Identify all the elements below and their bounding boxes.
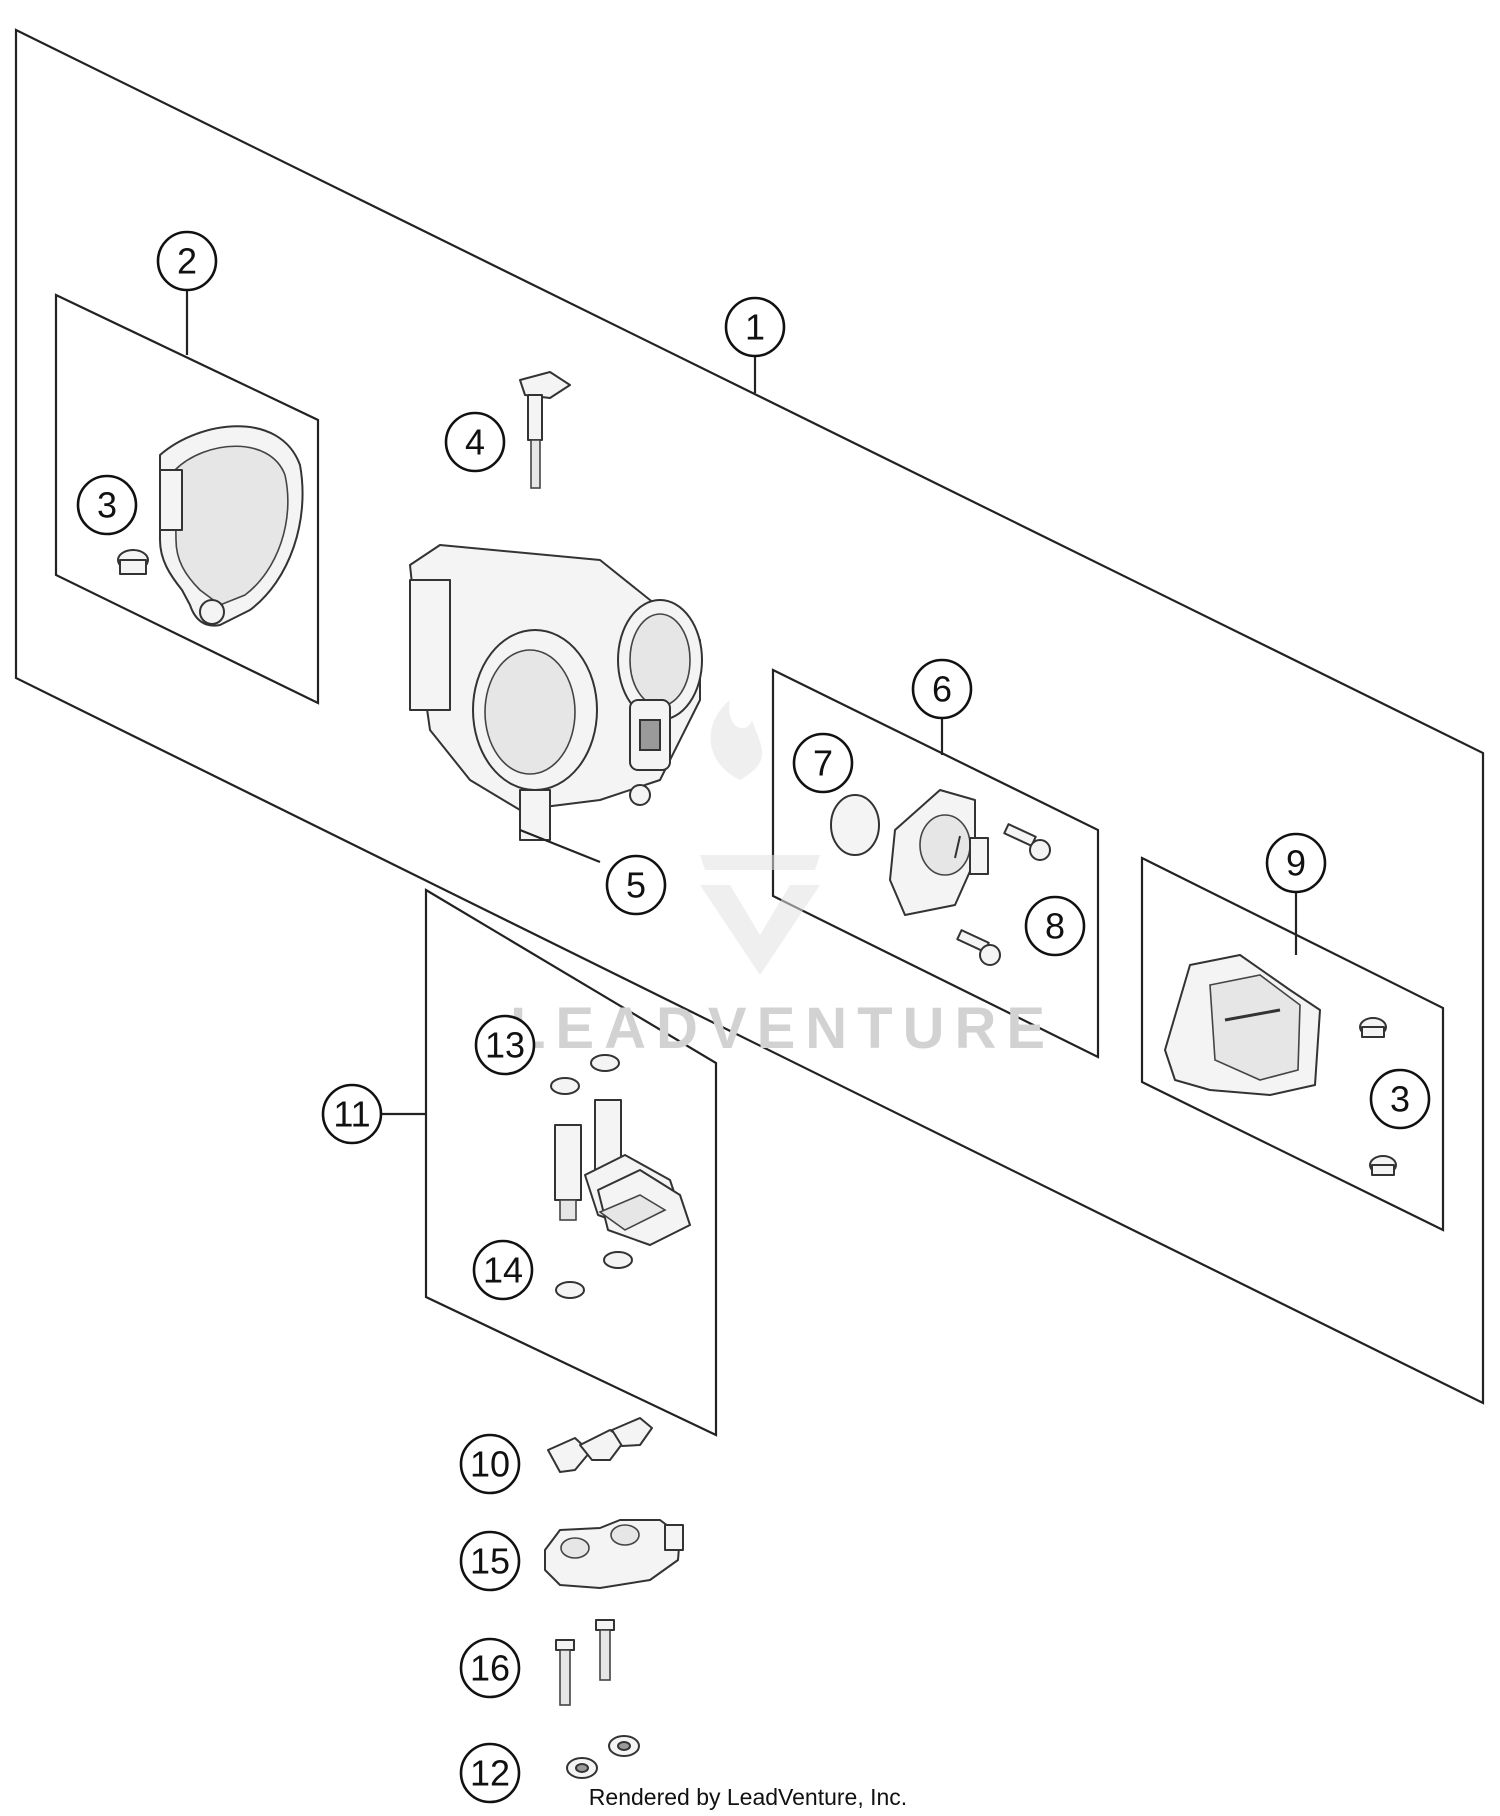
- part-5-throttle-body-illustration: [409, 544, 703, 841]
- svg-text:3: 3: [97, 485, 117, 526]
- callout-3-left: 3: [76, 474, 138, 536]
- leader-5: [519, 828, 601, 864]
- watermark-text: LEADVENTURE: [510, 996, 1055, 1061]
- svg-text:6: 6: [932, 669, 952, 710]
- part-8-sensor-illustration: [889, 789, 989, 916]
- part-3-bolt-right-upper-illustration: [1359, 1017, 1387, 1038]
- callout-7: 7: [792, 732, 854, 794]
- callout-13: 13: [474, 1014, 536, 1076]
- kit-frame-6: [771, 668, 1100, 1059]
- kit-frame-11: [424, 888, 718, 1437]
- callout-8: 8: [1024, 895, 1086, 957]
- callout-6: 6: [911, 658, 973, 720]
- callout-4: 4: [444, 411, 506, 473]
- part-13-seals-upper-illustration: [550, 1054, 620, 1095]
- callout-3-right: 3: [1369, 1068, 1431, 1130]
- svg-text:5: 5: [626, 865, 646, 906]
- svg-text:1: 1: [745, 307, 765, 348]
- kit-frame-2: [54, 293, 320, 705]
- part-10-clips-illustration: [547, 1417, 653, 1473]
- watermark-logo: [700, 700, 820, 975]
- svg-text:9: 9: [1286, 843, 1306, 884]
- callout-16: 16: [459, 1637, 521, 1699]
- svg-text:13: 13: [485, 1025, 525, 1066]
- kit-frame-9: [1140, 856, 1445, 1232]
- svg-text:14: 14: [483, 1250, 523, 1291]
- callout-12: 12: [459, 1742, 521, 1804]
- callout-2: 2: [156, 230, 218, 292]
- svg-text:4: 4: [465, 422, 485, 463]
- callout-15: 15: [459, 1530, 521, 1592]
- svg-text:11: 11: [333, 1094, 370, 1135]
- part-8-screw-upper-illustration: [1003, 823, 1051, 861]
- callout-14: 14: [472, 1239, 534, 1301]
- svg-text:16: 16: [470, 1648, 510, 1689]
- svg-text:10: 10: [470, 1444, 510, 1485]
- svg-text:15: 15: [470, 1541, 510, 1582]
- rendered-by-footer: Rendered by LeadVenture, Inc.: [589, 1784, 907, 1810]
- part-15-fuel-rail-illustration: [544, 1519, 684, 1589]
- assembly-frame-1: [14, 28, 1485, 1405]
- svg-text:3: 3: [1390, 1079, 1410, 1120]
- part-2-gasket-illustration: [159, 425, 304, 627]
- svg-text:7: 7: [813, 743, 833, 784]
- part-11-injector-set-illustration: [554, 1099, 691, 1246]
- callout-5: 5: [605, 854, 667, 916]
- callout-11: 11: [321, 1083, 383, 1145]
- svg-text:8: 8: [1045, 906, 1065, 947]
- svg-text:2: 2: [177, 241, 197, 282]
- callout-9: 9: [1265, 832, 1327, 894]
- part-8-screw-lower-illustration: [956, 929, 1001, 966]
- part-4-adjust-screw-illustration: [519, 371, 571, 489]
- part-7-o-ring-illustration: [830, 794, 880, 856]
- part-3-bolt-left-illustration: [117, 549, 149, 575]
- part-16-bolts-illustration: [555, 1619, 615, 1706]
- callout-10: 10: [459, 1433, 521, 1495]
- part-14-seals-lower-illustration: [555, 1251, 633, 1299]
- part-12-nuts-illustration: [566, 1735, 640, 1779]
- callout-1: 1: [724, 296, 786, 358]
- svg-text:12: 12: [470, 1753, 510, 1794]
- part-9-cover-illustration: [1164, 954, 1321, 1096]
- part-3-bolt-right-lower-illustration: [1369, 1155, 1397, 1176]
